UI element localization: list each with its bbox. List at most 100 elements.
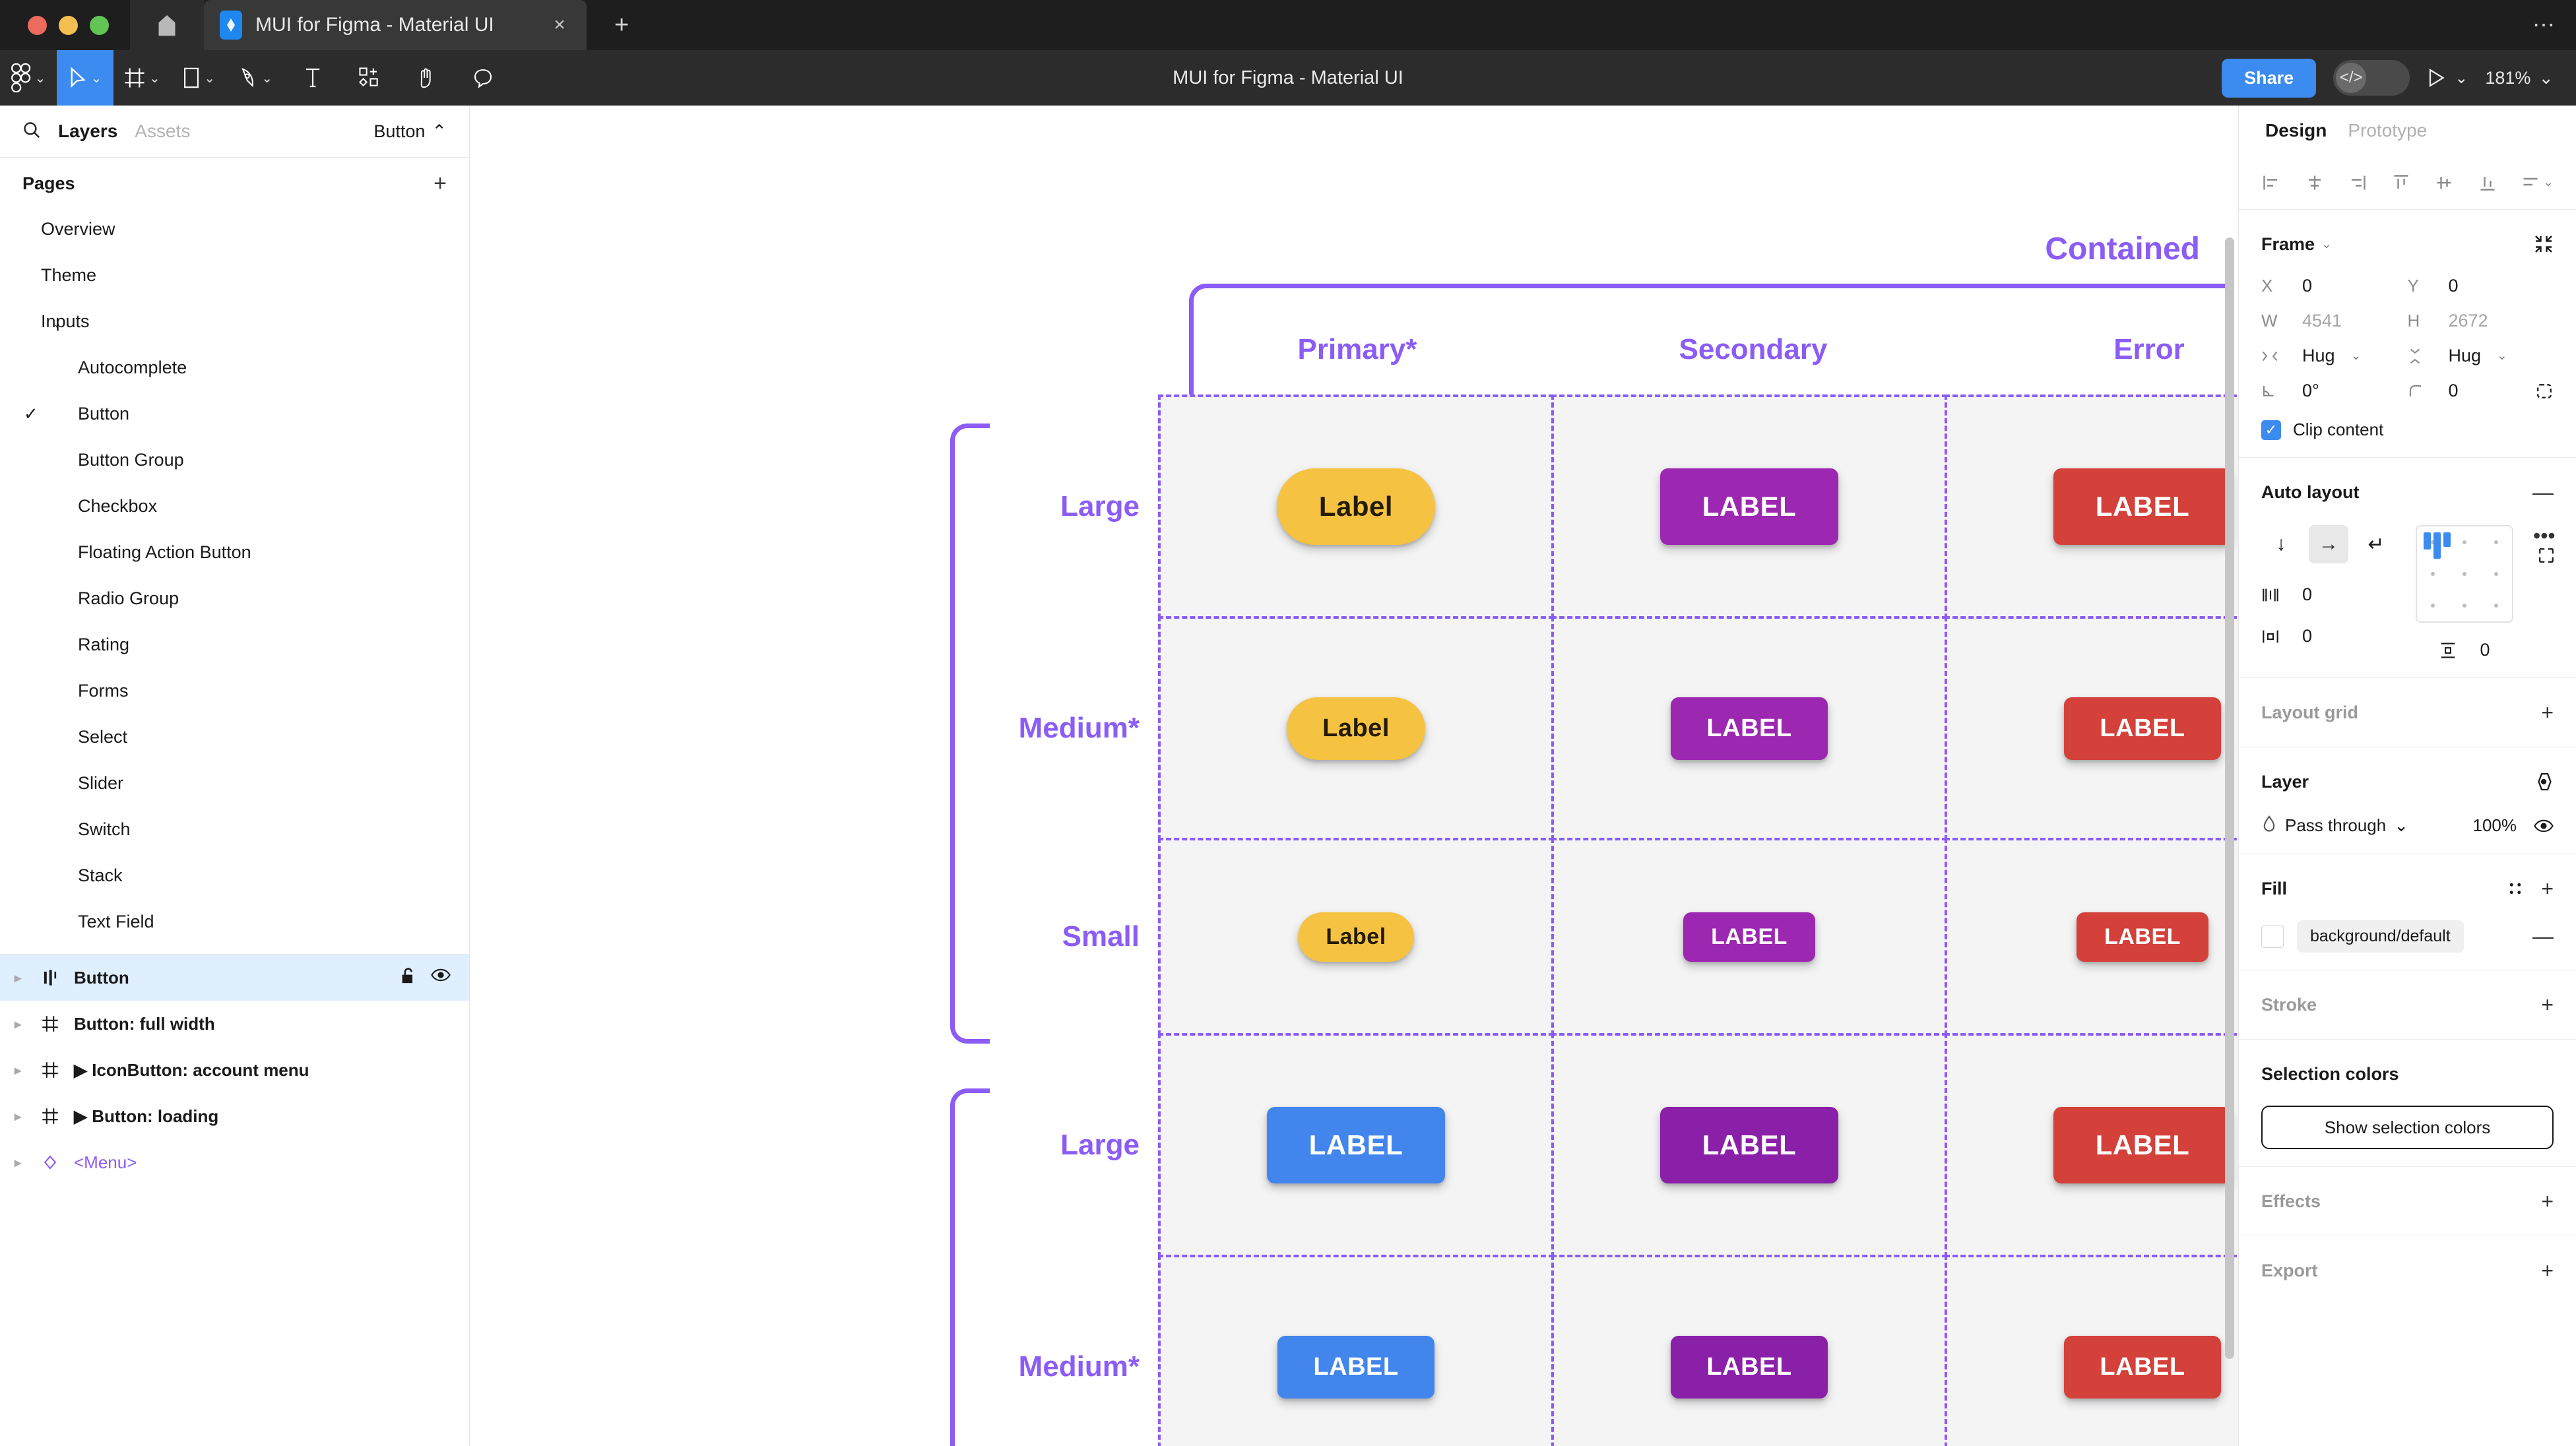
sample-button[interactable]: LABEL [2053, 468, 2232, 545]
minimize-window-button[interactable] [59, 15, 78, 35]
page-item-radio-group[interactable]: Radio Group [0, 575, 469, 621]
layer-visibility-icon[interactable] [2534, 819, 2554, 833]
remove-fill-button[interactable]: — [2532, 924, 2554, 948]
add-layout-grid-button[interactable]: + [2541, 701, 2554, 724]
home-button[interactable] [130, 0, 204, 50]
search-icon[interactable] [22, 121, 41, 142]
page-item-rating[interactable]: Rating [0, 621, 469, 668]
tab-assets[interactable]: Assets [135, 121, 191, 141]
close-icon[interactable]: × [554, 14, 565, 36]
align-horizontal-center-icon[interactable] [2305, 173, 2325, 193]
dev-mode-toggle[interactable]: </> [2333, 60, 2410, 96]
browser-menu-icon[interactable]: ⋯ [2532, 13, 2556, 38]
page-item-slider[interactable]: Slider [0, 760, 469, 806]
layer-row[interactable]: ▸Button [0, 955, 469, 1001]
comment-tool-icon[interactable] [455, 50, 511, 106]
page-item-theme[interactable]: Theme [0, 252, 469, 298]
page-item-button-group[interactable]: Button Group [0, 437, 469, 483]
y-field[interactable]: Y 0 [2408, 276, 2554, 296]
wrap-direction-button[interactable]: ↵ [2367, 533, 2385, 555]
page-item-forms[interactable]: Forms [0, 668, 469, 714]
strokes-excluded-icon[interactable] [2537, 546, 2556, 565]
sample-button[interactable]: Label [1276, 468, 1436, 545]
eye-icon[interactable] [431, 966, 451, 990]
page-selector[interactable]: Button ⌃ [373, 121, 447, 142]
sample-button[interactable]: LABEL [2064, 1335, 2221, 1399]
vertical-padding-field[interactable]: 0 [2439, 640, 2490, 660]
expand-caret-icon[interactable]: ▸ [14, 1017, 22, 1032]
page-item-overview[interactable]: Overview [0, 206, 469, 252]
add-page-button[interactable]: + [434, 171, 447, 196]
height-field[interactable]: H 2672 [2408, 311, 2554, 331]
sample-button[interactable]: LABEL [1671, 1335, 1828, 1399]
alignment-grid[interactable] [2416, 525, 2513, 623]
zoom-level-selector[interactable]: 181% ⌄ [2485, 68, 2554, 88]
page-item-inputs[interactable]: ↓Inputs [0, 298, 469, 344]
frame-name-label[interactable]: Contained [2045, 232, 2200, 267]
fill-style-name[interactable]: background/default [2297, 920, 2464, 953]
unlock-icon[interactable] [399, 966, 416, 990]
frame-resize-icon[interactable] [2534, 234, 2554, 254]
rotation-field[interactable]: 0° [2261, 381, 2408, 401]
blend-mode-select[interactable]: Pass through ⌄ [2261, 815, 2408, 836]
tab-prototype[interactable]: Prototype [2348, 120, 2428, 141]
remove-auto-layout-button[interactable]: — [2532, 480, 2554, 504]
sample-button[interactable]: LABEL [1266, 1107, 1446, 1183]
figma-menu-icon[interactable]: ⌄ [0, 50, 57, 106]
expand-caret-icon[interactable]: ▸ [14, 1155, 22, 1170]
auto-layout-more-options-icon[interactable]: ••• [2533, 524, 2556, 548]
align-left-icon[interactable] [2261, 173, 2281, 193]
resources-tool-icon[interactable] [341, 50, 398, 106]
hand-tool-icon[interactable] [398, 50, 455, 106]
distribute-menu-icon[interactable]: ⌄ [2521, 173, 2554, 193]
layer-settings-icon[interactable] [2534, 772, 2554, 792]
layer-row[interactable]: ▸Button: full width [0, 1001, 469, 1047]
horizontal-direction-button[interactable]: → [2309, 525, 2348, 563]
sample-button[interactable]: LABEL [1277, 1335, 1434, 1399]
close-window-button[interactable] [28, 15, 47, 35]
expand-caret-icon[interactable]: ▸ [14, 1063, 22, 1078]
fill-color-swatch[interactable] [2261, 925, 2284, 948]
gap-field[interactable]: 0 [2261, 584, 2396, 605]
add-effect-button[interactable]: + [2541, 1189, 2554, 1213]
width-field[interactable]: W 4541 [2261, 311, 2408, 331]
show-selection-colors-button[interactable]: Show selection colors [2261, 1106, 2554, 1149]
browser-tab[interactable]: MUI for Figma - Material UI × [204, 0, 587, 50]
horizontal-padding-field[interactable]: 0 [2261, 626, 2329, 646]
x-field[interactable]: X 0 [2261, 276, 2408, 296]
align-top-icon[interactable] [2391, 173, 2411, 193]
figma-canvas[interactable]: Contained Primary*SecondaryErrorWarning … [470, 106, 2238, 1446]
page-item-autocomplete[interactable]: Autocomplete [0, 344, 469, 391]
page-item-switch[interactable]: Switch [0, 806, 469, 852]
sample-button[interactable]: LABEL [2077, 912, 2208, 962]
share-button[interactable]: Share [2222, 58, 2317, 98]
layer-opacity-value[interactable]: 100% [2472, 815, 2517, 835]
tab-design[interactable]: Design [2265, 120, 2327, 141]
fill-styles-icon[interactable] [2507, 880, 2524, 897]
layer-row[interactable]: ▸▶ Button: loading [0, 1093, 469, 1139]
independent-corners-icon[interactable] [2535, 382, 2554, 400]
layer-row[interactable]: ▸<Menu> [0, 1139, 469, 1185]
horizontal-resizing-select[interactable]: Hug ⌄ [2261, 346, 2408, 366]
sample-button[interactable]: LABEL [1671, 697, 1828, 760]
align-right-icon[interactable] [2348, 173, 2367, 193]
sample-button[interactable]: LABEL [1683, 912, 1815, 962]
sample-button[interactable]: LABEL [1659, 1107, 1839, 1183]
expand-caret-icon[interactable]: ▸ [14, 1109, 22, 1124]
clip-content-checkbox[interactable]: ✓ Clip content [2261, 420, 2554, 440]
add-export-button[interactable]: + [2541, 1259, 2554, 1282]
align-vertical-center-icon[interactable] [2434, 173, 2454, 193]
new-tab-button[interactable]: + [614, 11, 629, 39]
page-item-checkbox[interactable]: Checkbox [0, 483, 469, 529]
present-button[interactable]: ⌄ [2427, 68, 2468, 88]
expand-caret-icon[interactable]: ▸ [14, 970, 22, 986]
maximize-window-button[interactable] [90, 15, 109, 35]
shape-tool-icon[interactable]: ⌄ [171, 50, 228, 106]
frame-tool-icon[interactable]: ⌄ [113, 50, 171, 106]
layer-row[interactable]: ▸▶ IconButton: account menu [0, 1047, 469, 1093]
text-tool-icon[interactable] [284, 50, 341, 106]
corner-radius-field[interactable]: 0 [2408, 381, 2554, 401]
sample-button[interactable]: LABEL [1659, 468, 1839, 545]
align-bottom-icon[interactable] [2478, 173, 2497, 193]
page-item-text-field[interactable]: Text Field [0, 898, 469, 945]
